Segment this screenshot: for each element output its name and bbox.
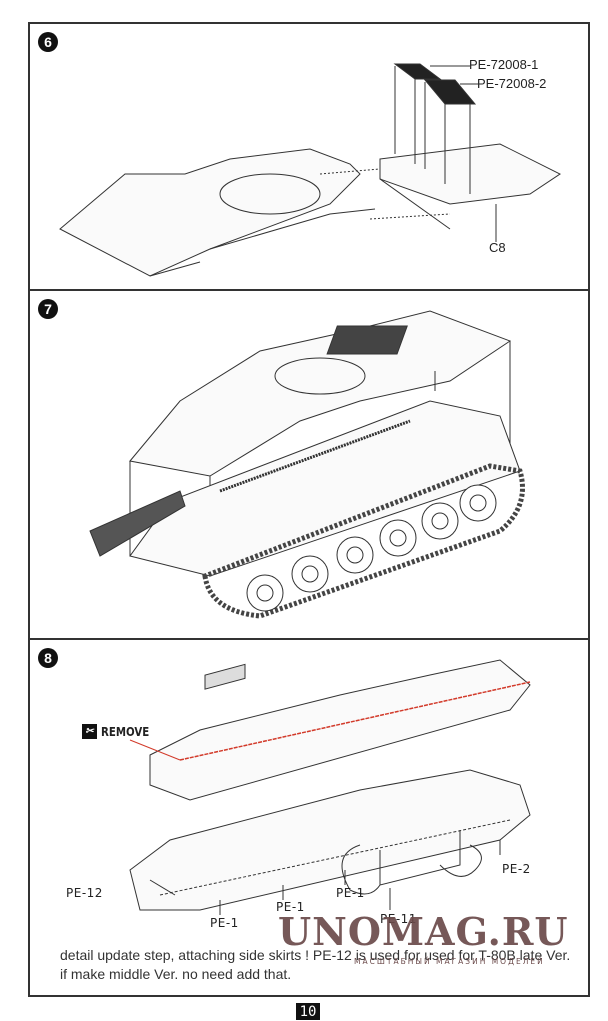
step-number-badge: 6 xyxy=(38,32,58,52)
part-label-pe-72008-1: PE-72008-1 xyxy=(469,57,539,72)
watermark-title: UNOMAG.RU xyxy=(278,909,569,954)
hull-assembly-drawing xyxy=(89,310,525,619)
part-label-pe-1: PE-1 xyxy=(336,886,365,900)
remove-label: REMOVE xyxy=(101,724,150,739)
cut-knife-icon: ✂ xyxy=(82,724,97,739)
side-skirts-drawing xyxy=(129,659,531,915)
part-label-pe-1: PE-1 xyxy=(276,900,305,914)
remove-marker: ✂ REMOVE xyxy=(82,724,158,739)
part-label-pe-72008-2: PE-72008-2 xyxy=(477,76,547,91)
step-7-panel: 7 xyxy=(30,289,588,638)
step-number-badge: 7 xyxy=(38,299,58,319)
part-label-pe-2: PE-2 xyxy=(502,862,531,876)
page-number: 10 xyxy=(296,1003,320,1020)
step-8-panel: 8 xyxy=(30,638,588,995)
step-number-badge: 8 xyxy=(38,648,58,668)
part-label-pe-11: PE-11 xyxy=(380,912,417,926)
hull-floor-drawing xyxy=(59,63,561,277)
part-label-pe-1: PE-1 xyxy=(210,916,239,930)
instruction-frame: 6 xyxy=(28,22,590,997)
part-label-pe-12: PE-12 xyxy=(66,886,103,900)
step-note: detail update step, attaching side skirt… xyxy=(60,947,571,982)
step-6-panel: 6 xyxy=(30,24,588,289)
part-label-c8: C8 xyxy=(489,240,506,255)
watermark-subtitle: МАСШТАБНЫЙ МАГАЗИН МОДЕЛЕЙ xyxy=(354,957,545,966)
